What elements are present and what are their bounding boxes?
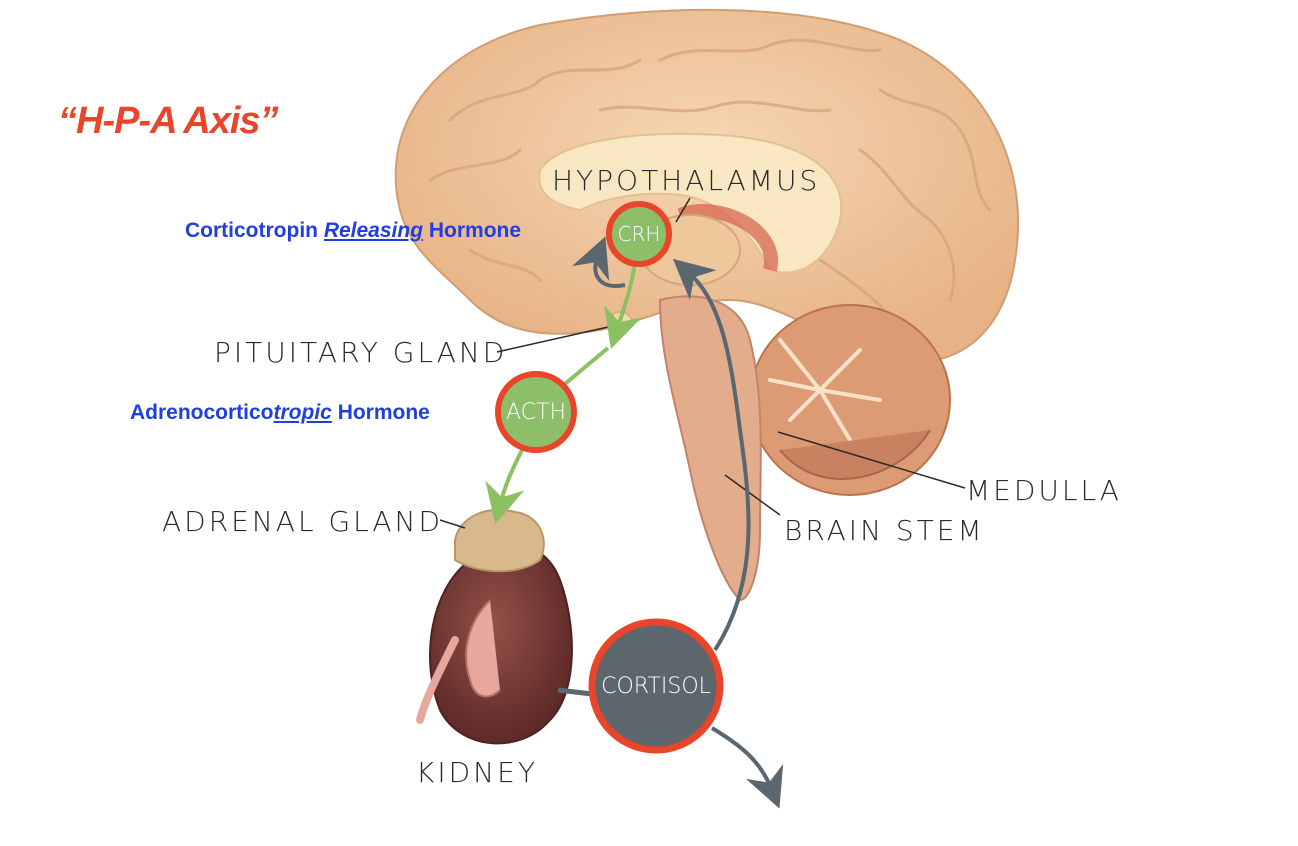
crh-label-emph: Releasing	[324, 219, 423, 242]
crh-label-pre: Corticotropin	[185, 219, 324, 242]
crh-label-post: Hormone	[423, 219, 521, 242]
kidney-illustration	[420, 510, 572, 744]
kidney-label: KIDNEY	[416, 756, 538, 789]
cerebellum	[750, 305, 950, 495]
brain-stem-label: BRAIN STEM	[784, 514, 985, 547]
pituitary-to-acth-line	[560, 348, 608, 388]
acth-full-name-label: Adrenocorticotropic Hormone	[130, 401, 430, 425]
acth-circle-label: ACTH	[496, 400, 576, 425]
pituitary-gland-label: PITUITARY GLAND	[214, 336, 507, 369]
cortisol-outflow-arrow	[712, 728, 772, 790]
adrenal-gland-label: ADRENAL GLAND	[162, 505, 443, 538]
crh-circle-label: CRH	[609, 222, 669, 246]
acth-label-post: Hormone	[332, 401, 430, 424]
cortisol-circle-label: CORTISOL	[586, 674, 726, 699]
adrenal-gland	[455, 510, 544, 571]
acth-label-pre: Adrenocortico	[130, 401, 274, 424]
page-title: “H-P-A Axis”	[58, 100, 278, 143]
crh-full-name-label: Corticotropin Releasing Hormone	[185, 219, 521, 243]
acth-label-emph: tropic	[274, 401, 332, 424]
medulla-label: MEDULLA	[966, 474, 1122, 507]
hypothalamus-label: HYPOTHALAMUS	[552, 164, 820, 197]
acth-to-adrenal-arrow	[500, 450, 522, 505]
